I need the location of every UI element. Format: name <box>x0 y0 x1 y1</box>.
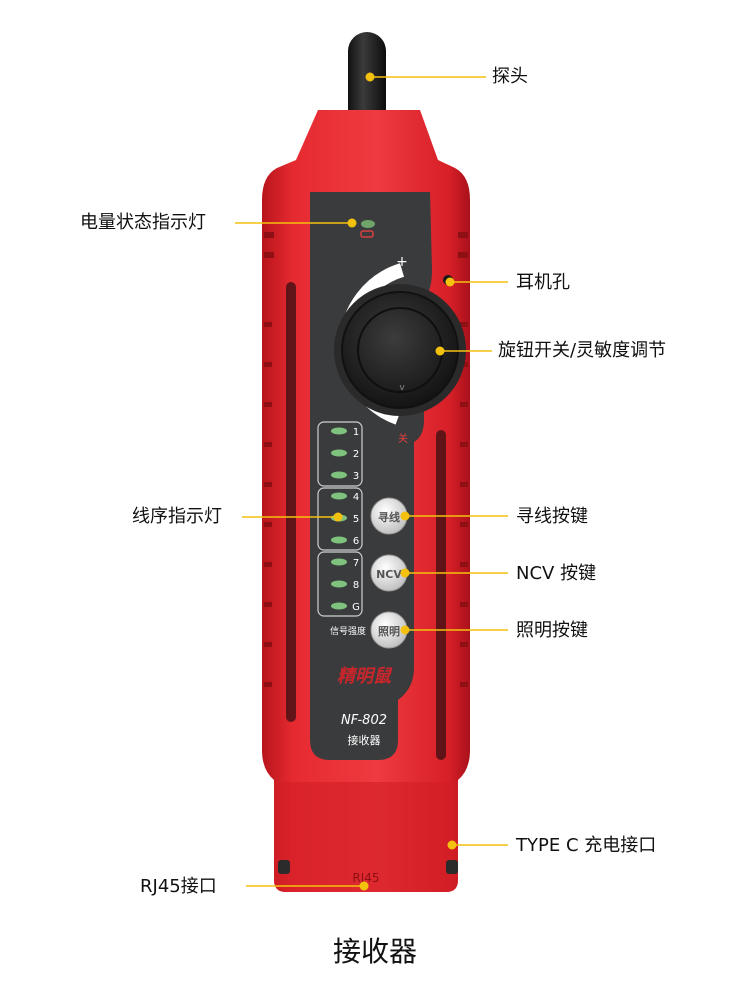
callout-lines <box>235 76 508 887</box>
callout-ncv-button: NCV 按键 <box>516 563 597 584</box>
rj45-port-label: RJ45 <box>352 871 379 885</box>
wire-led-6 <box>331 536 347 544</box>
model-number: NF-802 <box>341 713 387 728</box>
callout-typec-port: TYPE C 充电接口 <box>516 835 657 856</box>
knob-plus-label: + <box>396 254 408 270</box>
callout-probe: 探头 <box>492 66 528 87</box>
callout-light-button: 照明按键 <box>516 620 588 641</box>
knob-off-label: 关 <box>398 432 408 445</box>
wire-led-8 <box>331 580 347 588</box>
callout-battery-indicator: 电量状态指示灯 <box>80 212 206 233</box>
wire-indicator-leds: 1 2 3 4 5 6 7 8G <box>317 421 363 617</box>
wire-led-7 <box>331 558 347 566</box>
callout-earphone-jack: 耳机孔 <box>516 272 570 293</box>
light-button-label: 照明 <box>378 625 400 638</box>
find-button-label: 寻线 <box>378 510 400 524</box>
wire-led-G <box>331 602 347 610</box>
wire-led-3 <box>331 471 347 479</box>
figure-caption: 接收器 <box>332 935 417 968</box>
wire-led-label-7: 7 <box>353 558 359 569</box>
wire-led-label-8: 8 <box>353 580 359 591</box>
ncv-button[interactable]: NCV <box>370 554 408 592</box>
wire-led-label-2: 2 <box>353 449 359 460</box>
brand-logo: 精明鼠 <box>337 666 393 687</box>
wire-led-4 <box>331 492 347 500</box>
wire-led-2 <box>331 449 347 457</box>
wire-led-label-4: 4 <box>353 492 359 503</box>
callout-wire-indicator: 线序指示灯 <box>132 506 222 527</box>
ncv-button-label: NCV <box>376 568 402 581</box>
find-wire-button[interactable]: 寻线 <box>370 497 408 535</box>
rotary-knob[interactable]: v <box>334 284 466 416</box>
svg-text:v: v <box>399 383 405 393</box>
wire-led-label-5: 5 <box>353 514 359 525</box>
light-button[interactable]: 照明 <box>370 611 408 649</box>
callout-find-button: 寻线按键 <box>516 506 588 527</box>
wire-led-label-1: 1 <box>353 427 359 438</box>
callout-dots <box>333 72 457 891</box>
wire-led-label-3: 3 <box>353 471 359 482</box>
callout-rj45-port: RJ45接口 <box>140 876 217 897</box>
signal-strength-label: 信号强度 <box>330 625 366 637</box>
battery-indicator-led <box>360 220 375 238</box>
wire-led-1 <box>331 427 347 435</box>
callout-knob: 旋钮开关/灵敏度调节 <box>498 340 667 361</box>
wire-led-label-6: 6 <box>353 536 359 547</box>
device-label: 接收器 <box>348 733 381 747</box>
wire-led-label-G: G <box>352 602 360 613</box>
